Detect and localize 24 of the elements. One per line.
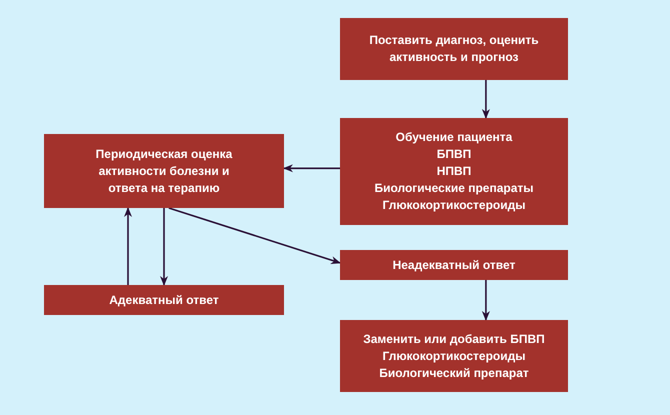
process-box [340, 320, 568, 392]
arrow [168, 207, 341, 264]
box-text: Биологический препарат [379, 364, 529, 382]
arrow [283, 164, 340, 172]
box-text: Глюкокортикостероиды [382, 348, 526, 364]
box-text: Адекватный ответ [109, 292, 219, 308]
process-box [340, 250, 568, 280]
process-box [340, 18, 568, 80]
box-text: Глюкокортикостероиды [382, 197, 526, 214]
box-text: БПВП [436, 146, 472, 163]
box-text: Поставить диагноз, оценить активность и прогноз [368, 32, 540, 66]
process-box [44, 285, 284, 315]
box-text: Неадекватный ответ [392, 256, 516, 274]
box-text: Обучение пациента [396, 129, 512, 146]
box-text: Заменить или добавить БПВП [363, 330, 545, 348]
process-box [44, 134, 284, 208]
arrow [482, 80, 490, 119]
box-text: Периодическая оценка активности болезни и ответа на терапию [94, 146, 234, 196]
box-text: НПВП [436, 163, 472, 180]
arrow [482, 280, 490, 321]
box-text: Биологические препараты [374, 180, 534, 197]
arrow [160, 208, 168, 286]
process-box [340, 118, 568, 225]
arrow [124, 207, 132, 285]
